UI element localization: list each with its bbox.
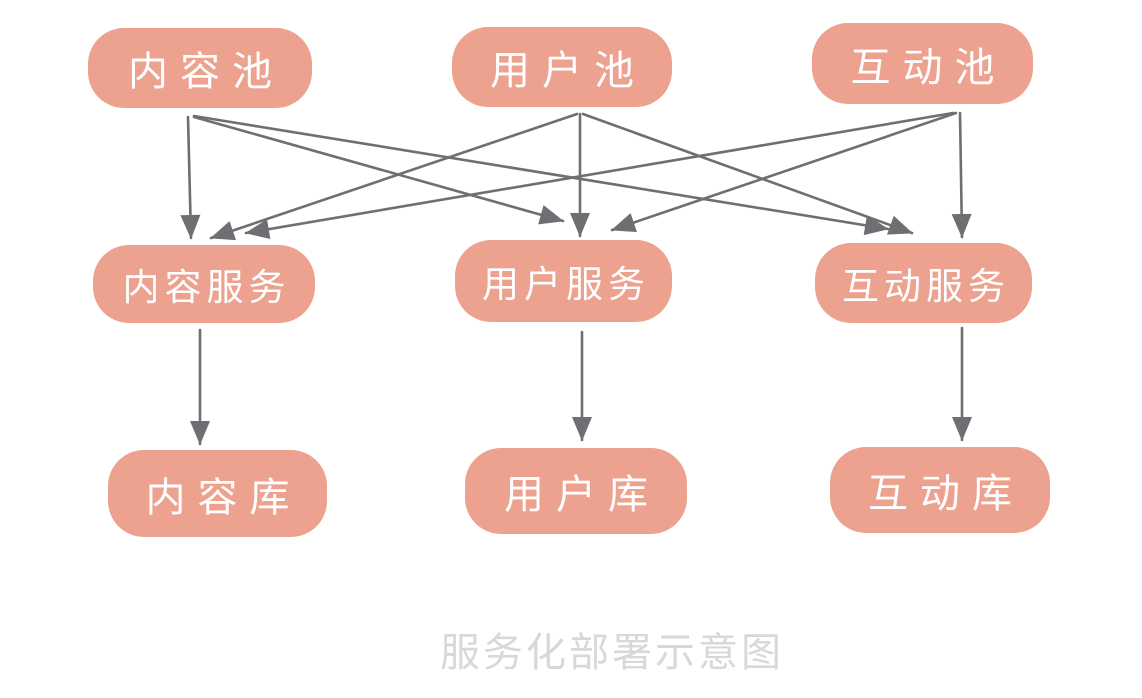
edge-user-pool-to-interaction-service [581, 112, 914, 235]
node-content-service: 内容服务 [93, 245, 315, 323]
edge-interaction-pool-to-user-service [610, 111, 958, 233]
node-user-pool: 用户池 [452, 27, 672, 107]
node-interaction-service: 互动服务 [815, 243, 1032, 323]
diagram-caption: 服务化部署示意图 [440, 630, 784, 676]
edge-content-pool-to-content-service [180, 115, 201, 240]
edge-content-pool-to-interaction-service [192, 114, 890, 236]
edge-interaction-pool-to-content-service [244, 111, 955, 240]
edge-user-pool-to-content-service [209, 112, 579, 241]
node-user-service: 用户服务 [455, 240, 672, 322]
edge-interaction-pool-to-interaction-service [951, 111, 972, 239]
edge-content-pool-to-user-service [192, 115, 565, 225]
node-content-pool: 内容池 [88, 28, 312, 108]
node-interaction-pool: 互动池 [812, 23, 1033, 104]
node-interaction-db: 互动库 [830, 447, 1050, 533]
node-user-db: 用户库 [465, 448, 687, 534]
node-content-db: 内容库 [108, 450, 327, 537]
